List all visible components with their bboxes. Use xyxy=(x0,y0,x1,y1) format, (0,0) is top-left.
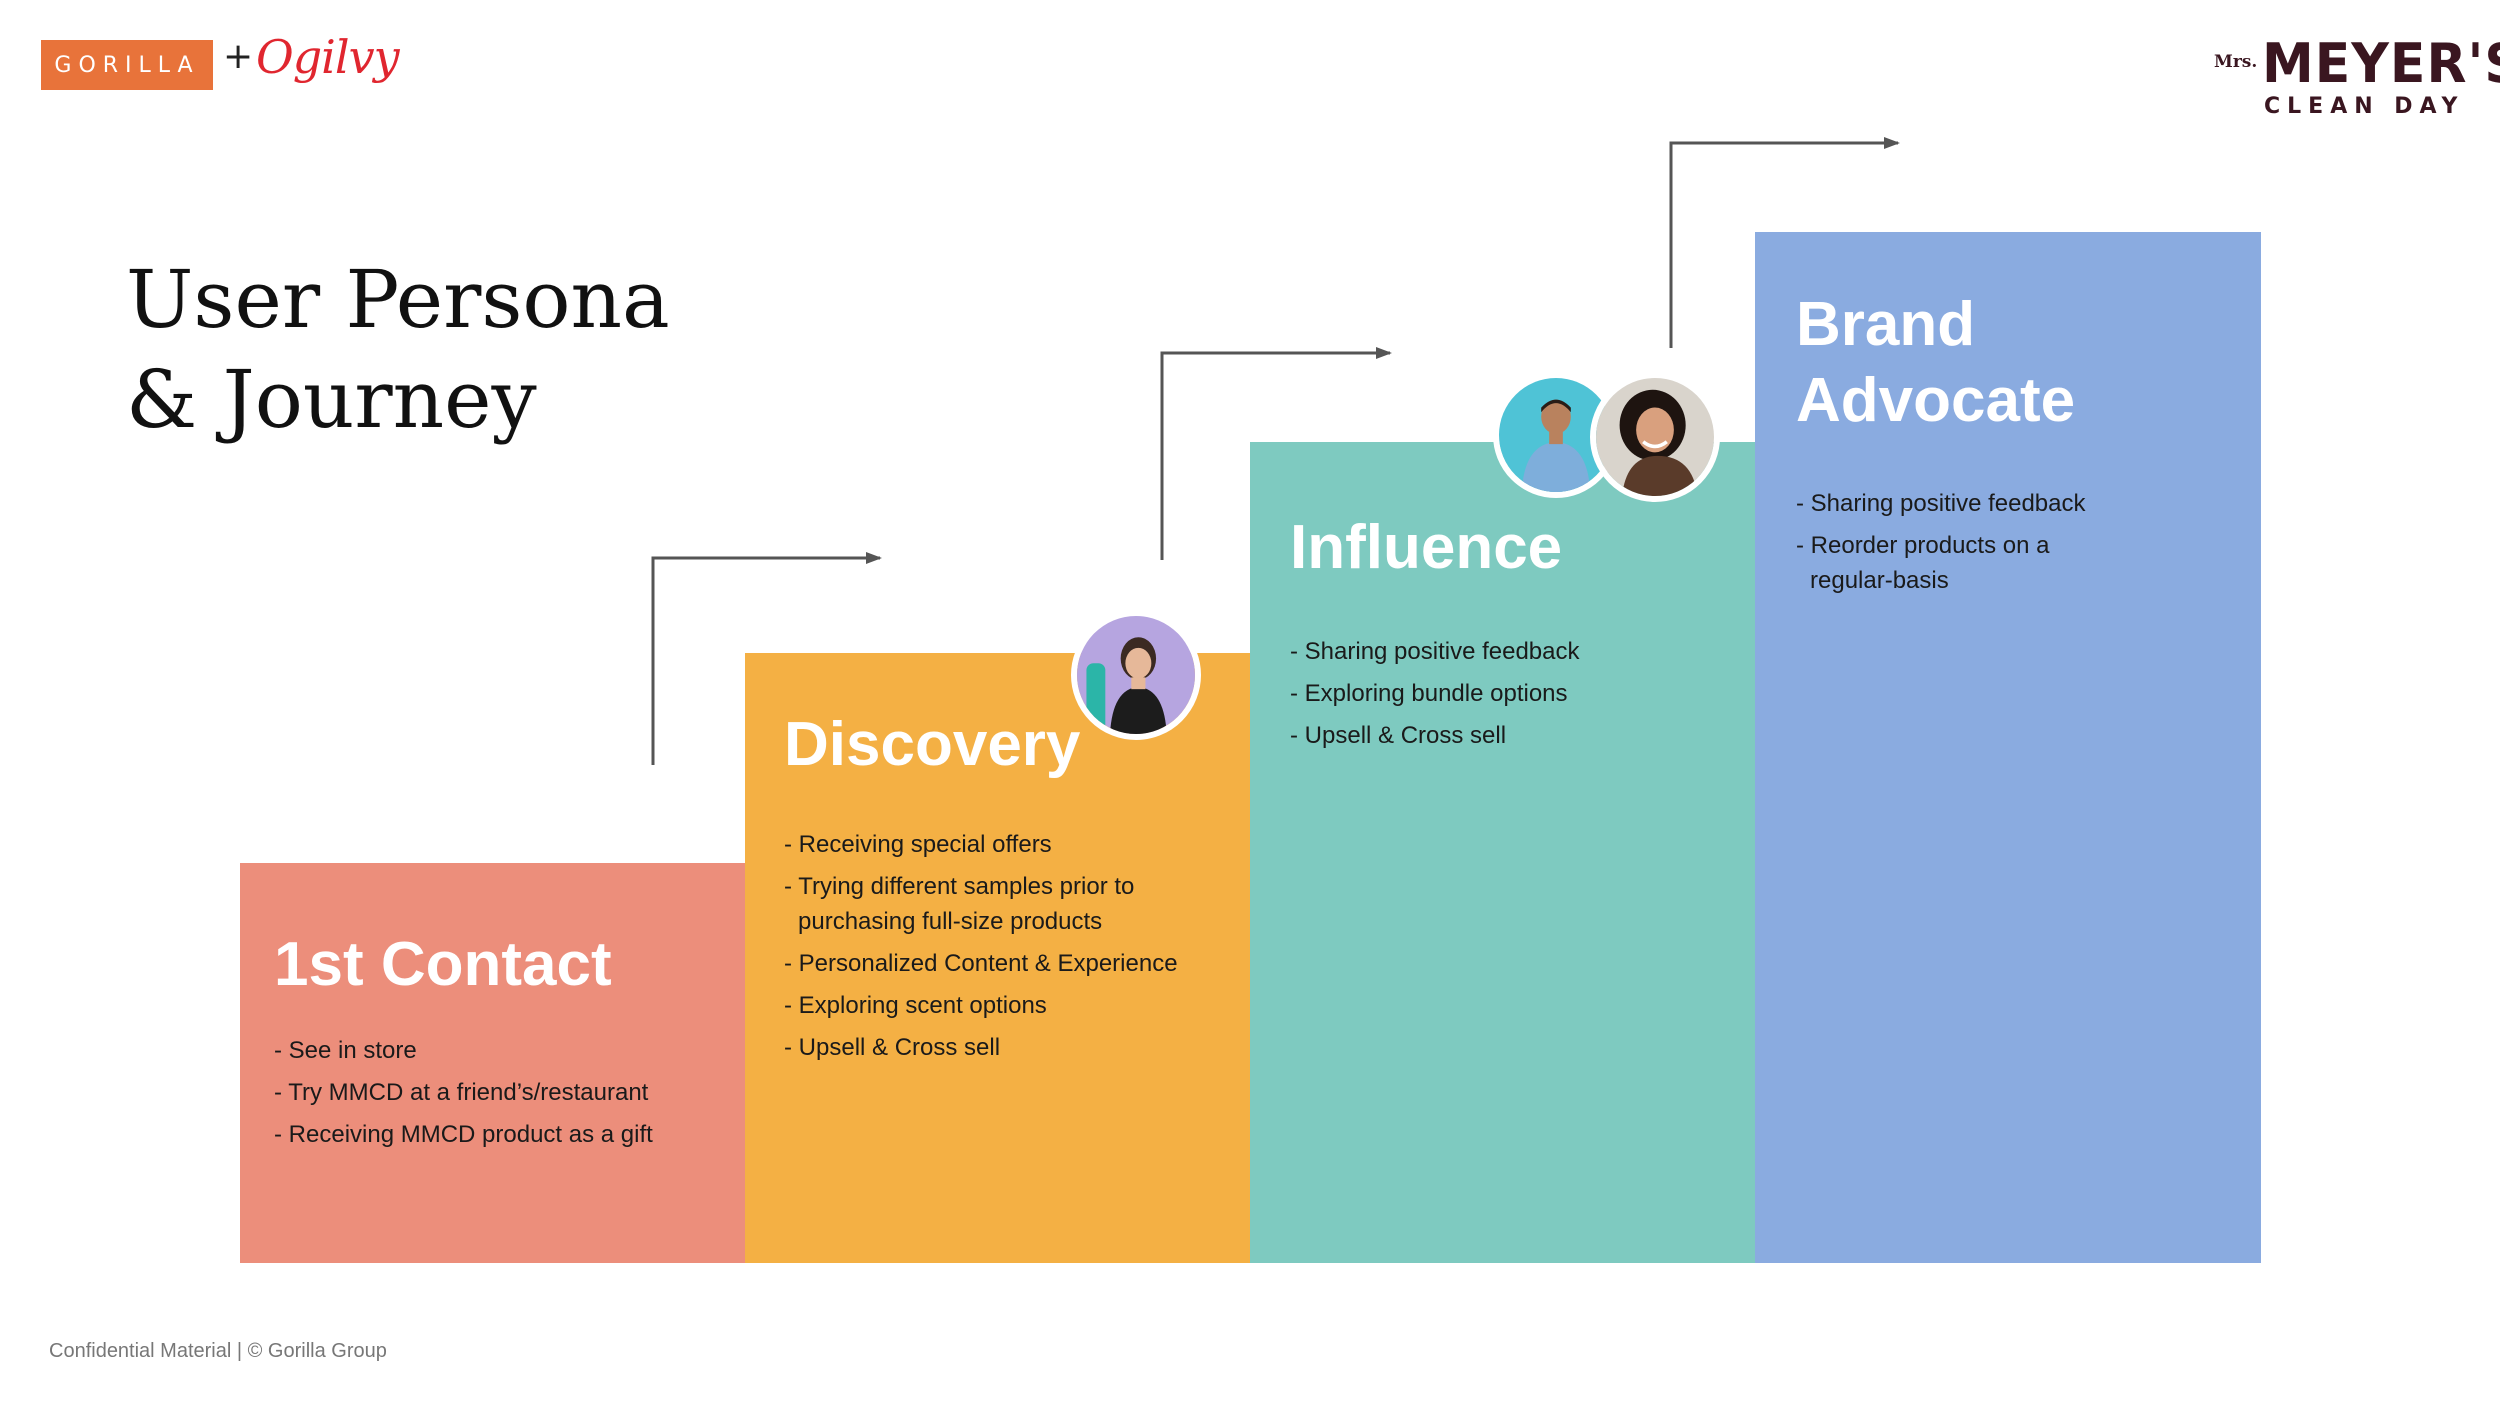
persona-avatar-influence-woman xyxy=(1590,372,1720,502)
step-bullet-list: - Sharing positive feedback - Exploring … xyxy=(1290,634,1730,760)
list-item: - Upsell & Cross sell xyxy=(1290,722,1507,749)
list-item: - Try MMCD at a friend’s/restaurant xyxy=(274,1079,649,1106)
step-first-contact: 1st Contact - See in store - Try MMCD at… xyxy=(240,863,746,1263)
step-title: Discovery xyxy=(784,710,1081,779)
step-brand-advocate: Brand Advocate - Sharing positive feedba… xyxy=(1755,232,2261,1263)
page-title-line-1: User Persona xyxy=(126,253,670,346)
list-item: - Receiving MMCD product as a gift xyxy=(274,1121,653,1148)
logo-plus-sign: + xyxy=(223,36,254,77)
woman-avatar-icon xyxy=(1596,378,1714,496)
arrow-to-brand-advocate xyxy=(1669,137,1900,348)
list-item: - Sharing positive feedback xyxy=(1290,638,1580,665)
list-item: - Trying different samples prior to purc… xyxy=(784,873,1135,935)
arrow-to-discovery xyxy=(651,552,882,765)
list-item: - Reorder products on a regular-basis xyxy=(1796,532,2050,594)
list-item: - Upsell & Cross sell xyxy=(784,1034,1001,1061)
list-item: - Exploring bundle options xyxy=(1290,680,1568,707)
list-item: - Personalized Content & Experience xyxy=(784,950,1178,977)
page-title-line-2: & Journey xyxy=(126,353,537,446)
brand-logo-name: MEYER'S xyxy=(2262,32,2500,96)
step-bullet-list: - Sharing positive feedback - Reorder pr… xyxy=(1796,486,2096,605)
woman-with-yoga-mat-avatar-icon xyxy=(1077,616,1195,734)
list-item: - Sharing positive feedback xyxy=(1796,490,2086,517)
list-item: - See in store xyxy=(274,1037,417,1064)
brand-logo-tagline: CLEAN DAY xyxy=(2264,94,2465,119)
brand-logo-prefix: Mrs. xyxy=(2214,52,2258,72)
step-bullet-list: - See in store - Try MMCD at a friend’s/… xyxy=(274,1033,714,1159)
arrow-to-influence xyxy=(1160,347,1392,560)
step-discovery: Discovery - Receiving special offers - T… xyxy=(745,653,1251,1263)
step-bullet-list: - Receiving special offers - Trying diff… xyxy=(784,827,1224,1072)
page-title: User Persona & Journey xyxy=(126,250,670,450)
step-title: Influence xyxy=(1290,513,1563,582)
ogilvy-logo: Ogilvy xyxy=(256,30,400,84)
list-item: - Receiving special offers xyxy=(784,831,1052,858)
step-title: Brand Advocate xyxy=(1796,287,2075,439)
gorilla-logo: GORILLA xyxy=(41,40,213,90)
step-title-line-1: Brand xyxy=(1796,290,1976,359)
persona-avatar-discovery xyxy=(1071,610,1201,740)
step-title: 1st Contact xyxy=(274,930,612,999)
list-item: - Exploring scent options xyxy=(784,992,1047,1019)
footer-confidential: Confidential Material | © Gorilla Group xyxy=(49,1340,387,1362)
step-influence: Influence - Sharing positive feedback - … xyxy=(1250,442,1756,1263)
step-title-line-2: Advocate xyxy=(1796,366,2076,435)
